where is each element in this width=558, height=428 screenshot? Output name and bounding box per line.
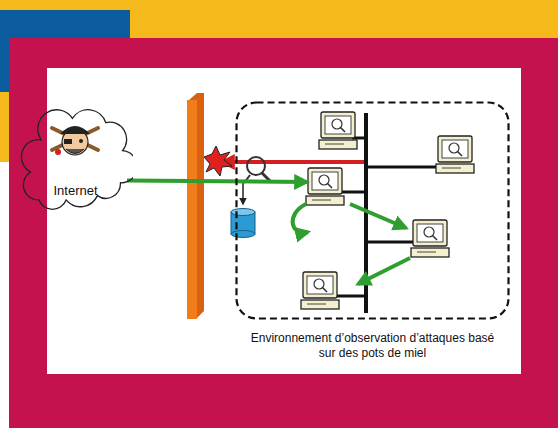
- honeypot-computer: [306, 168, 344, 205]
- white-card: [47, 68, 521, 374]
- honeypot-computer: [411, 220, 449, 257]
- firewall: [187, 93, 204, 319]
- honeypot-computer: [319, 112, 357, 149]
- log-database: [231, 209, 255, 238]
- cloud-outline: [18, 98, 133, 216]
- dashed-region: [235, 101, 510, 320]
- pirate-figure: [52, 126, 98, 155]
- crimson-panel: [9, 38, 558, 428]
- honeypot-computer: [301, 272, 339, 309]
- attack-arrow: [127, 181, 307, 182]
- region-caption: Environnement d’observation d’attaques b…: [242, 331, 504, 361]
- honeypot-computer: [436, 136, 474, 173]
- cloud-label: Internet: [18, 183, 133, 198]
- cloud-node: Internet: [18, 98, 133, 216]
- propagation-arrows: [293, 204, 410, 284]
- honeypot-region: Environnement d’observation d’attaques b…: [235, 101, 510, 320]
